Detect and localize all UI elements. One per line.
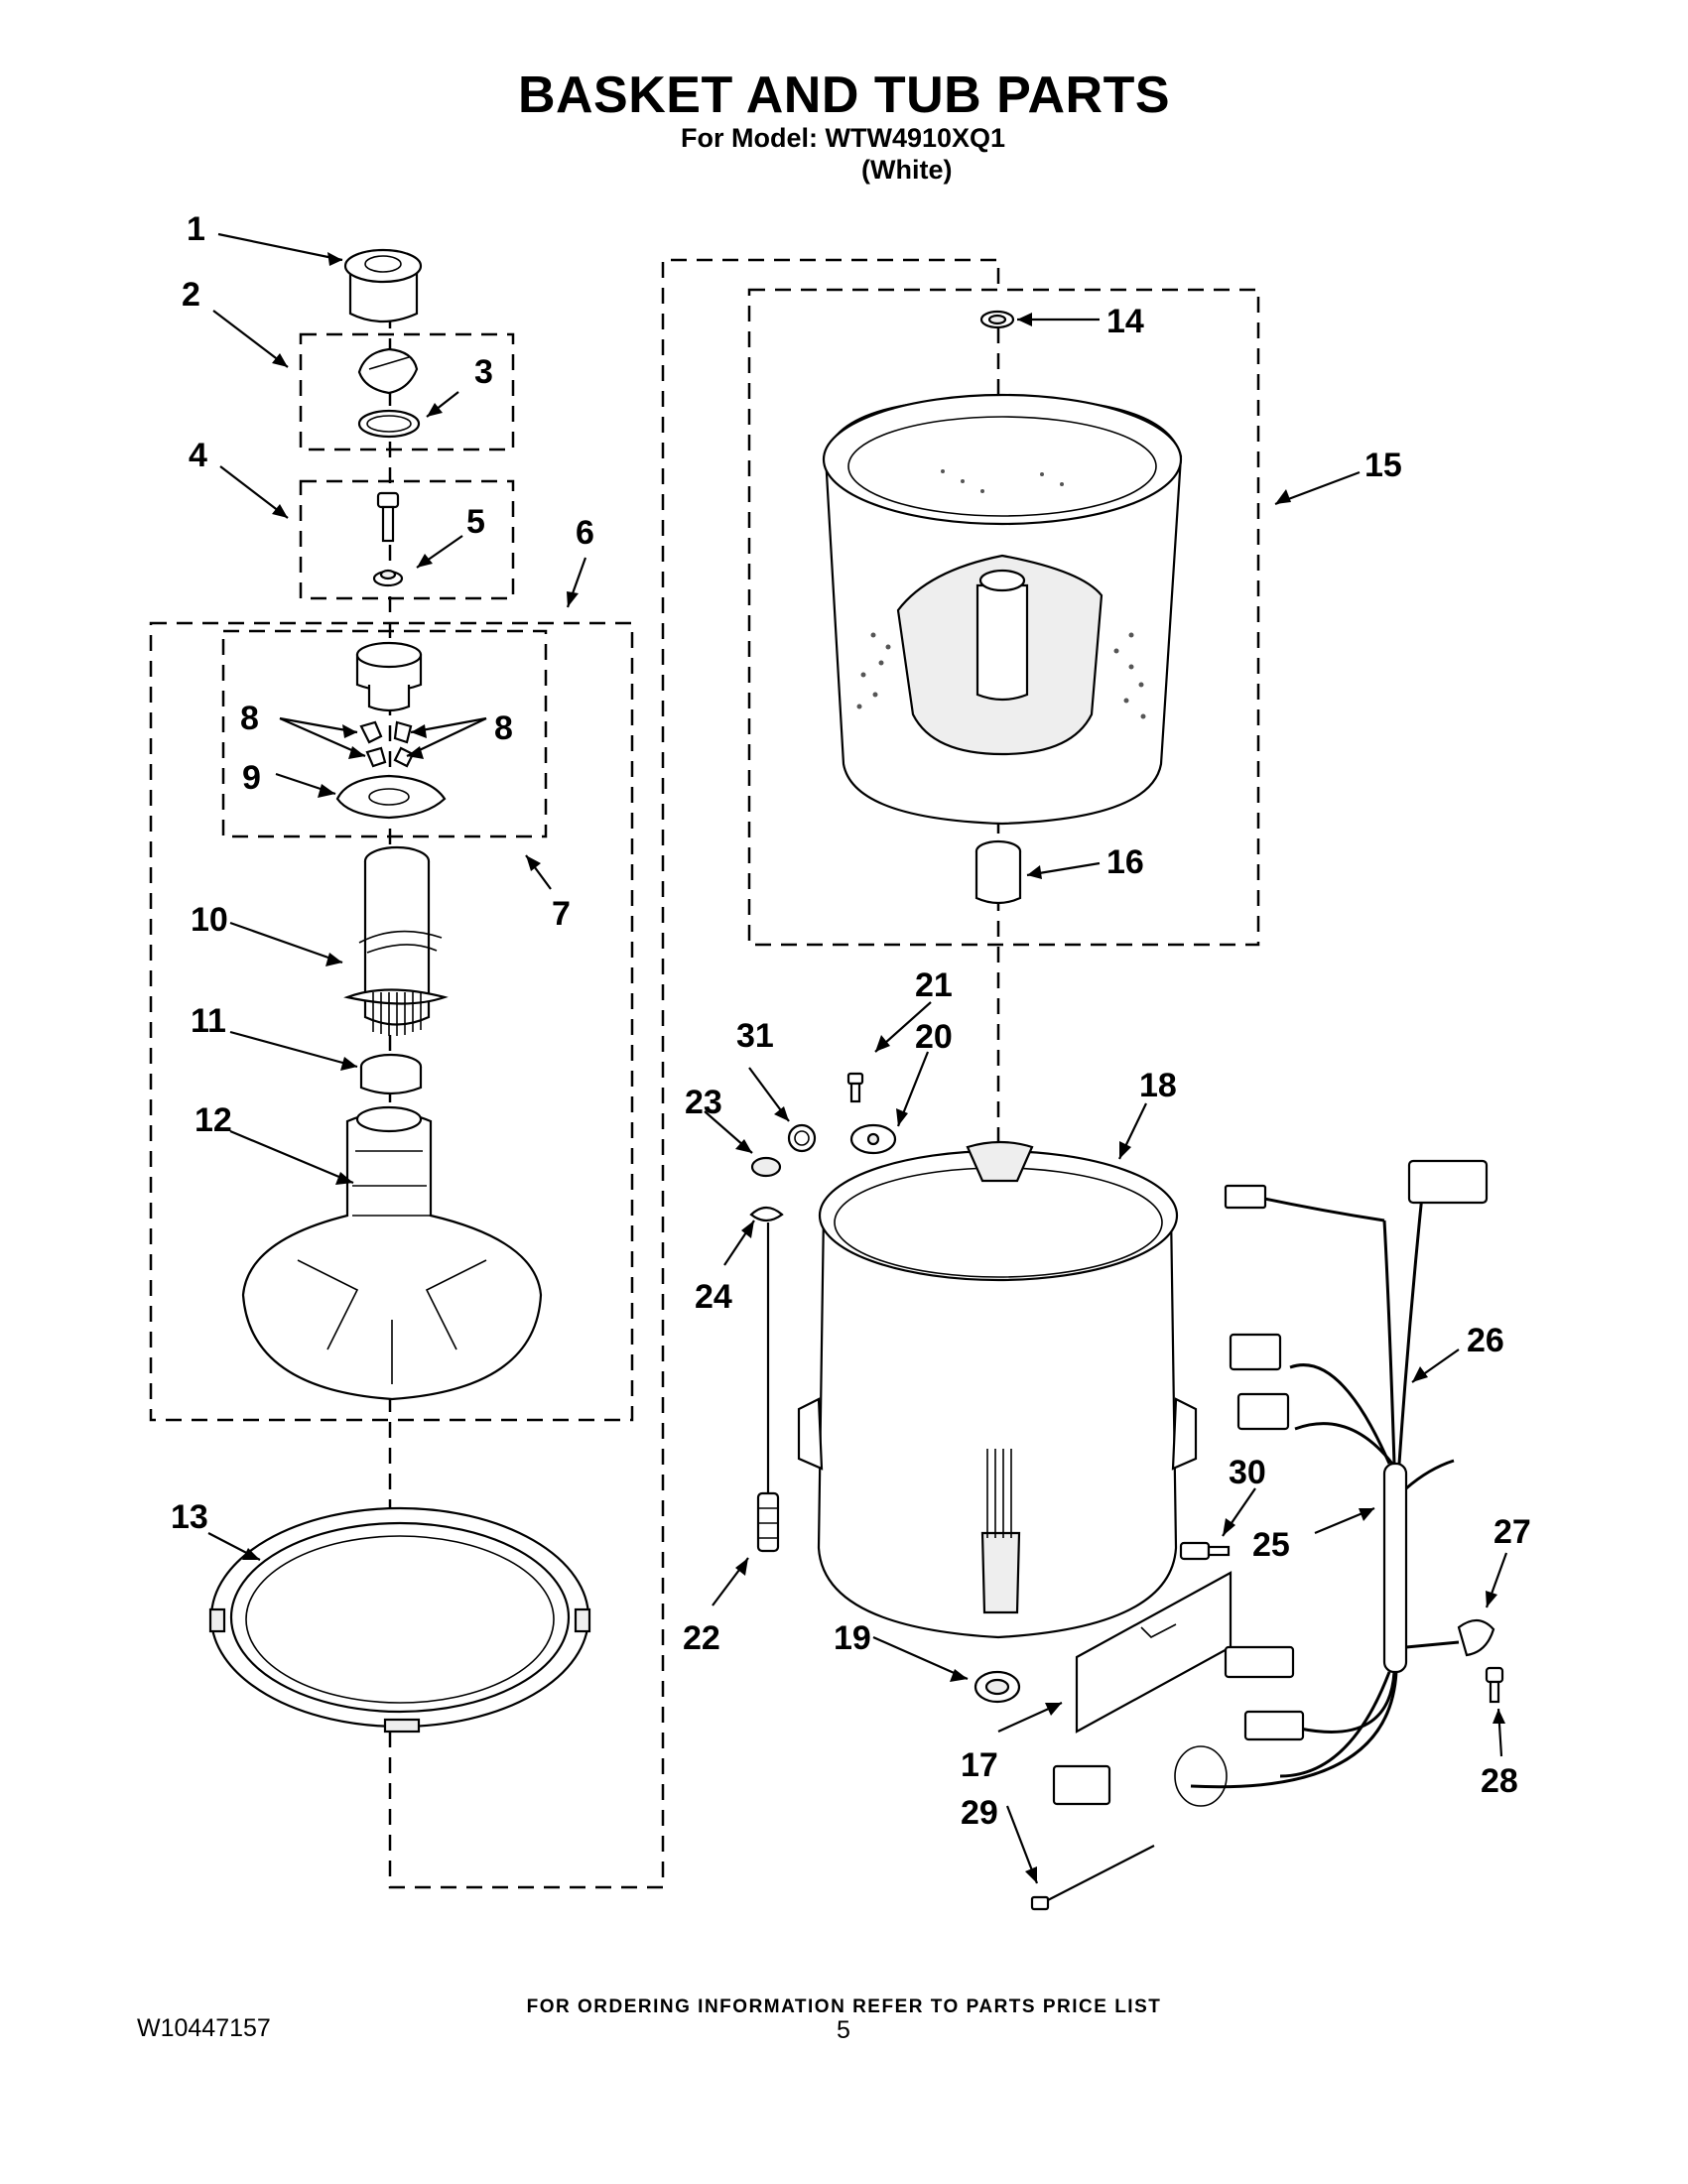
- part-22-hanger-rod: [756, 1222, 780, 1553]
- group-box-6: [149, 621, 634, 1422]
- callout-30: 30: [1229, 1454, 1266, 1491]
- callout-11: 11: [191, 1002, 226, 1040]
- callout-16: 16: [1106, 843, 1144, 881]
- callout-23: 23: [685, 1084, 722, 1121]
- callout-26: 26: [1467, 1322, 1504, 1359]
- part-30-screw: [1179, 1541, 1231, 1561]
- group-box-2: [299, 332, 515, 451]
- callout-24: 24: [695, 1278, 732, 1316]
- callout-21: 21: [915, 966, 953, 1004]
- part-20-bracket-plate: [849, 1123, 897, 1155]
- callout-19: 19: [834, 1619, 871, 1657]
- callout-13: 13: [171, 1498, 208, 1536]
- part-9-dog-cam: [335, 774, 447, 820]
- part-15-basket: [822, 393, 1183, 826]
- callout-10: 10: [191, 901, 228, 939]
- part-13-balance-ring: [208, 1506, 591, 1734]
- part-31-pressure-hose-clamp: [787, 1123, 817, 1153]
- callout-18: 18: [1139, 1067, 1177, 1104]
- part-16-spin-tube: [974, 839, 1022, 905]
- part-28-screw: [1485, 1666, 1504, 1704]
- part-26-wire-harness: [1052, 1159, 1489, 1807]
- ordering-note: FOR ORDERING INFORMATION REFER TO PARTS …: [526, 1996, 1162, 2017]
- callout-15: 15: [1364, 447, 1402, 484]
- part-10-agitator-auger: [343, 845, 449, 1036]
- part-23-nut: [750, 1156, 782, 1178]
- page-number: 5: [837, 2016, 850, 2044]
- callout-7: 7: [552, 895, 571, 933]
- callout-labels: 1 2 3 4 5 6 7 8 8 9 10 11 12 13 14 15 16…: [171, 210, 1531, 1832]
- part-24-bracket: [749, 1206, 784, 1222]
- part-8-agitator-dogs: [359, 720, 415, 768]
- part-19-tub-seal: [974, 1670, 1021, 1704]
- callout-6: 6: [576, 514, 594, 552]
- part-1-agitator-cap: [343, 248, 423, 323]
- leader-lines: [207, 232, 1508, 1884]
- callout-20: 20: [915, 1018, 953, 1056]
- part-11-drive-bell: [359, 1053, 423, 1095]
- callout-28: 28: [1481, 1762, 1518, 1800]
- callout-3: 3: [474, 353, 493, 391]
- part-14-spin-seal: [979, 310, 1015, 329]
- part-18-outer-tub: [797, 1140, 1198, 1639]
- model-number: For Model: WTW4910XQ1: [681, 123, 1006, 153]
- callout-12: 12: [195, 1101, 232, 1139]
- page-title: BASKET AND TUB PARTS: [517, 66, 1171, 124]
- group-box-15: [747, 288, 1260, 947]
- document-number: W10447157: [137, 2014, 271, 2042]
- callout-9: 9: [242, 759, 261, 797]
- assembly-link-line: [388, 258, 1000, 1889]
- part-21-screw: [846, 1072, 864, 1103]
- part-12-agitator-base: [241, 1105, 543, 1401]
- model-color: (White): [861, 155, 953, 185]
- callout-31: 31: [736, 1017, 774, 1055]
- callout-4: 4: [189, 437, 207, 474]
- callout-1: 1: [187, 210, 205, 248]
- part-2-cap-insert: [357, 347, 419, 395]
- callout-25: 25: [1252, 1526, 1290, 1564]
- callout-8a: 8: [240, 700, 259, 737]
- callout-8b: 8: [494, 709, 513, 747]
- part-5-bolt: [372, 491, 404, 587]
- callout-2: 2: [182, 276, 200, 314]
- callout-29: 29: [961, 1794, 998, 1832]
- part-3-o-ring: [357, 409, 421, 439]
- part-27-clamp: [1457, 1618, 1495, 1657]
- callout-14: 14: [1106, 303, 1144, 340]
- callout-17: 17: [961, 1746, 998, 1784]
- part-29-cable-tie: [1030, 1845, 1155, 1911]
- callout-22: 22: [683, 1619, 720, 1657]
- callout-27: 27: [1493, 1513, 1531, 1551]
- part-7-drive-block: [355, 641, 423, 712]
- callout-5: 5: [466, 503, 485, 541]
- group-box-7: [221, 629, 548, 838]
- group-box-4: [299, 479, 515, 600]
